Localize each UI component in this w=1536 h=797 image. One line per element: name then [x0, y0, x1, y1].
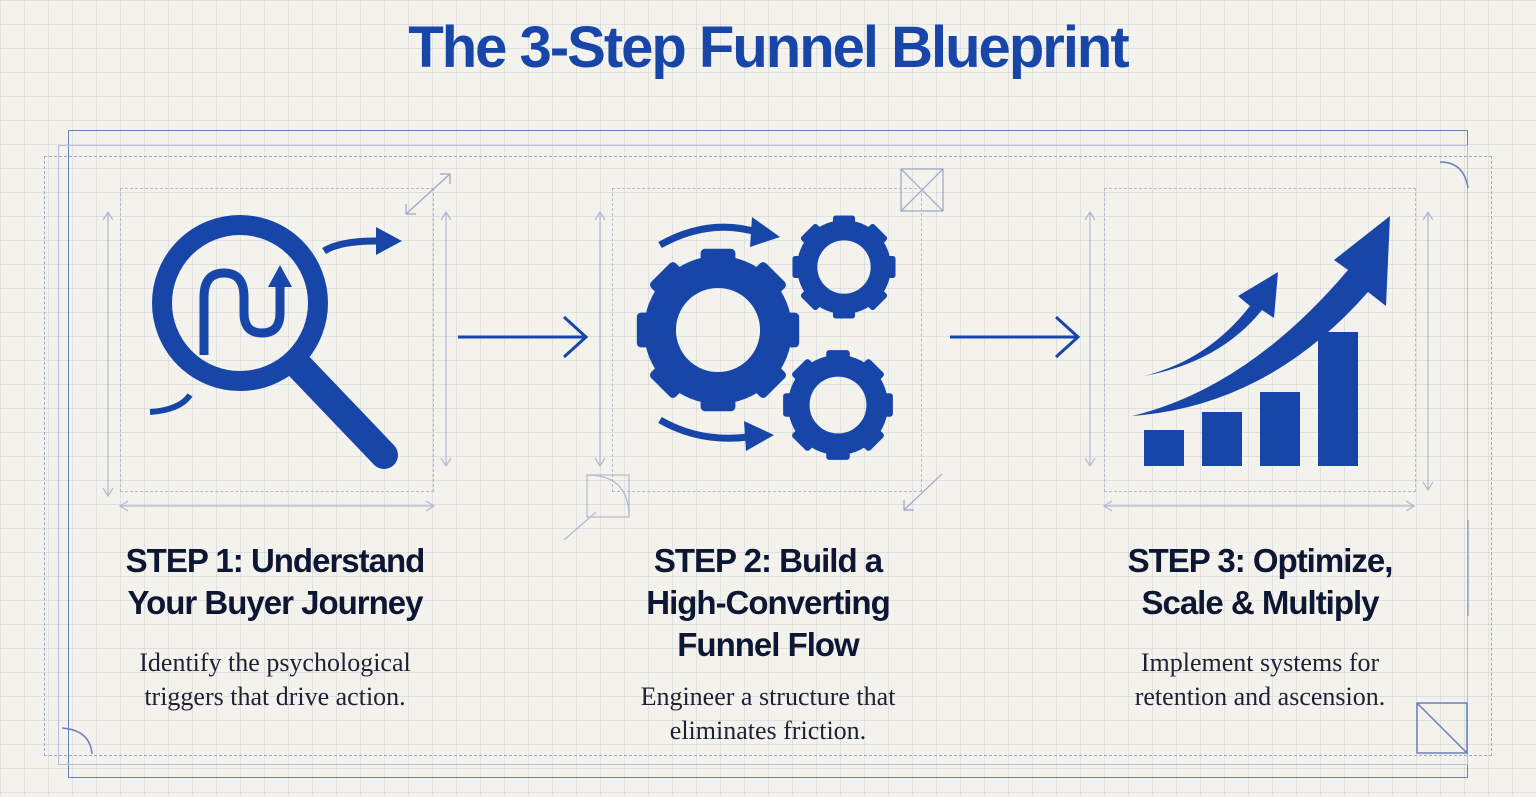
- page-title: The 3-Step Funnel Blueprint: [408, 15, 1129, 80]
- step-3-title: STEP 3: Optimize, Scale & Multiply: [1064, 540, 1456, 624]
- gears-icon: [630, 205, 910, 480]
- icon-frame: [612, 188, 922, 492]
- step-1-description: Identify the psychological triggers that…: [80, 646, 470, 714]
- arrow-right-icon: [458, 315, 589, 359]
- corner-marker-icon: [61, 727, 93, 755]
- icon-frame: [1104, 188, 1416, 492]
- step-title-line: Scale & Multiply: [1141, 584, 1379, 621]
- step-title-line: STEP 3: Optimize,: [1127, 542, 1394, 579]
- dimension-arrow-icon: [903, 473, 943, 511]
- step-2-title: STEP 2: Build a High-Converting Funnel F…: [572, 540, 964, 666]
- quarter-circle-icon: [586, 474, 630, 518]
- step-title-line: High-Converting: [646, 584, 890, 621]
- blueprint-frame-inner: [58, 145, 1468, 765]
- step-desc-line: Identify the psychological: [139, 648, 411, 677]
- step-desc-line: Engineer a structure that: [640, 682, 896, 711]
- step-1-title: STEP 1: Understand Your Buyer Journey: [80, 540, 470, 624]
- dimension-line-icon: [1422, 210, 1434, 492]
- step-title-line: Your Buyer Journey: [127, 584, 424, 621]
- arrow-right-icon: [950, 315, 1081, 359]
- step-desc-line: eliminates friction.: [669, 716, 867, 745]
- dimension-line-icon: [118, 500, 436, 512]
- corner-marker-icon: [1440, 161, 1469, 189]
- square-cross-icon: [900, 168, 944, 212]
- step-desc-line: Implement systems for: [1140, 648, 1380, 677]
- dimension-line-icon: [563, 511, 597, 541]
- step-title-line: STEP 2: Build a: [653, 542, 883, 579]
- dimension-line-icon: [594, 210, 606, 468]
- dimension-line-icon: [1467, 520, 1469, 616]
- blueprint-frame-dashed: [44, 156, 1492, 756]
- dimension-line-icon: [1084, 210, 1096, 468]
- step-title-line: Funnel Flow: [677, 626, 859, 663]
- step-title-line: STEP 1: Understand: [125, 542, 426, 579]
- growth-chart-icon: [1132, 216, 1390, 466]
- magnifier-journey-icon: [149, 215, 402, 469]
- dimension-line-icon: [102, 210, 114, 498]
- step-desc-line: triggers that drive action.: [144, 682, 406, 711]
- dimension-line-icon: [440, 210, 452, 468]
- dimension-arrow-icon: [405, 173, 451, 215]
- square-cross-icon: [1416, 702, 1468, 754]
- icon-frame: [120, 188, 434, 492]
- step-2-description: Engineer a structure that eliminates fri…: [572, 680, 964, 748]
- step-desc-line: retention and ascension.: [1134, 682, 1386, 711]
- step-3-description: Implement systems for retention and asce…: [1064, 646, 1456, 714]
- dimension-line-icon: [1102, 500, 1416, 512]
